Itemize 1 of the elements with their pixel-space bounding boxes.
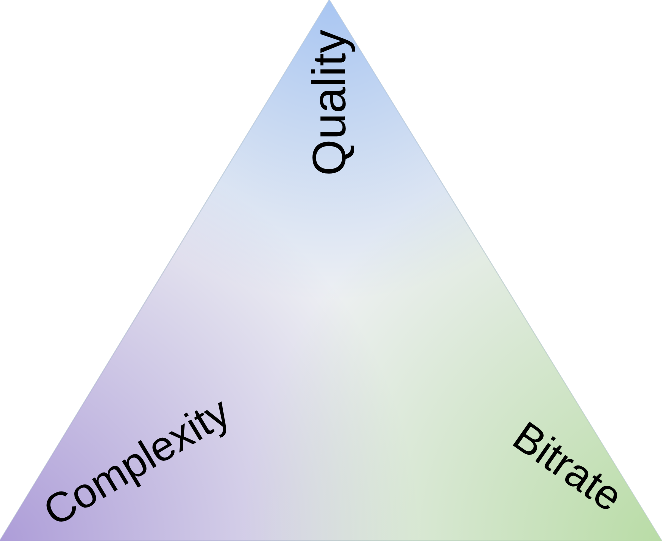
- triangle-shape: [0, 0, 663, 542]
